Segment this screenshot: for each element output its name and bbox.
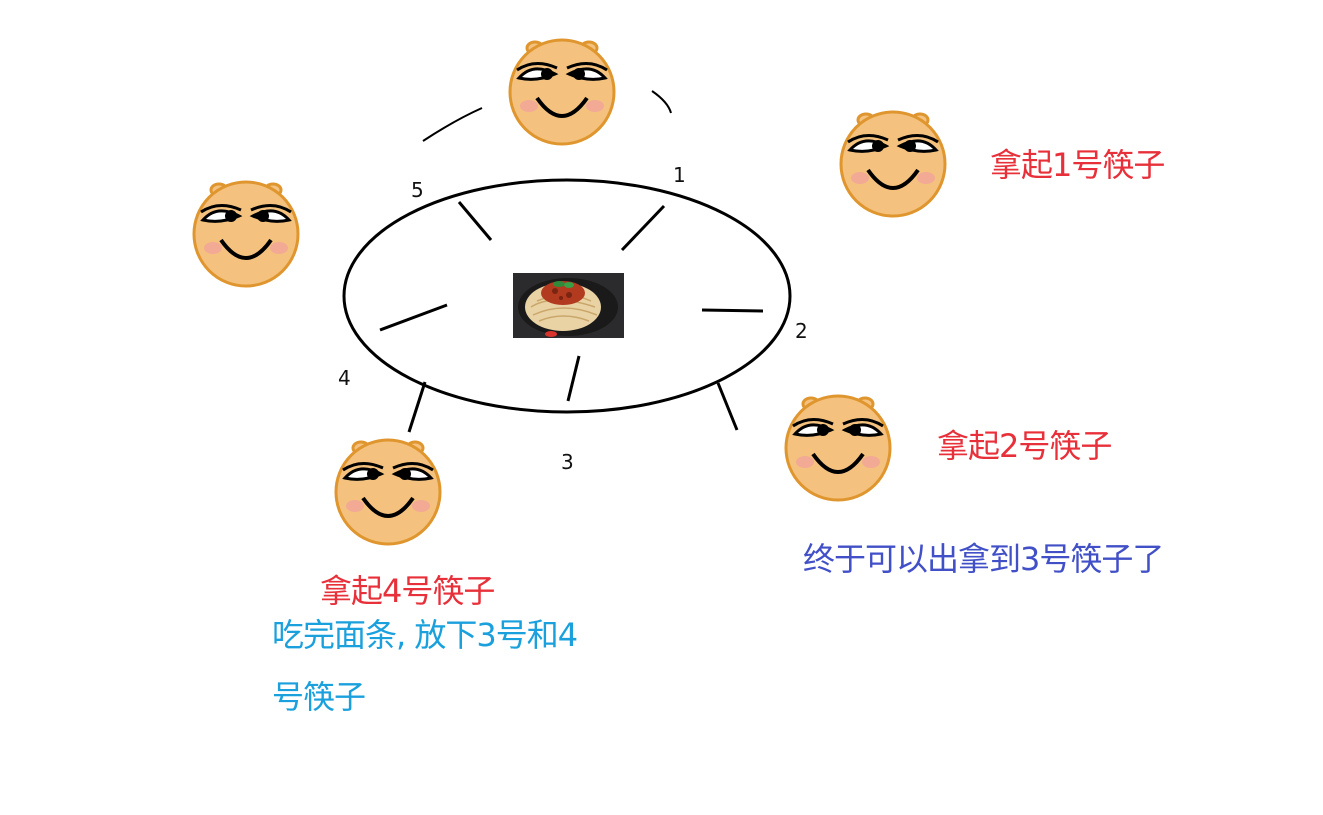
chopstick-number-5: 5 (411, 178, 424, 202)
chopstick-number-2: 2 (795, 319, 808, 343)
chopstick-3 (566, 355, 581, 402)
spaghetti-plate-icon (513, 273, 624, 338)
label-pick-chopstick-2: 拿起2号筷子 (937, 427, 1112, 465)
arc-top-left (422, 107, 483, 142)
philosopher-right-top-face-icon (839, 110, 947, 218)
chopstick-4 (379, 303, 448, 332)
philosopher-right-bottom-face-icon (784, 394, 892, 502)
chopstick-number-4: 4 (338, 366, 351, 390)
label-done-eating: 吃完面条, 放下3号和4 号筷子 (272, 604, 632, 728)
philosopher-top-face-icon (508, 38, 616, 146)
philosopher-left-face-icon (192, 180, 300, 288)
chopstick-2 (701, 308, 764, 313)
label-done-line-2: 号筷子 (272, 678, 366, 716)
chopstick-1 (620, 204, 666, 252)
label-done-line-1: 吃完面条, 放下3号和4 (272, 616, 578, 654)
held-chopstick-line-right (716, 382, 739, 431)
label-cut-fragment-text: 拿起4号筷子 (320, 572, 495, 610)
held-chopstick-line-left (407, 381, 427, 433)
chopstick-number-1: 1 (673, 163, 686, 187)
label-pick-chopstick-1: 拿起1号筷子 (990, 146, 1165, 184)
philosopher-bottom-face-icon (334, 438, 442, 546)
arc-top-right (651, 90, 672, 114)
label-finally-chopstick-3: 终于可以出拿到3号筷子了 (803, 540, 1164, 578)
chopstick-5 (457, 201, 493, 241)
label-cut-fragment: 拿起4号筷子 (320, 572, 520, 610)
table-ellipse (342, 178, 792, 414)
chopstick-number-3: 3 (561, 450, 574, 474)
